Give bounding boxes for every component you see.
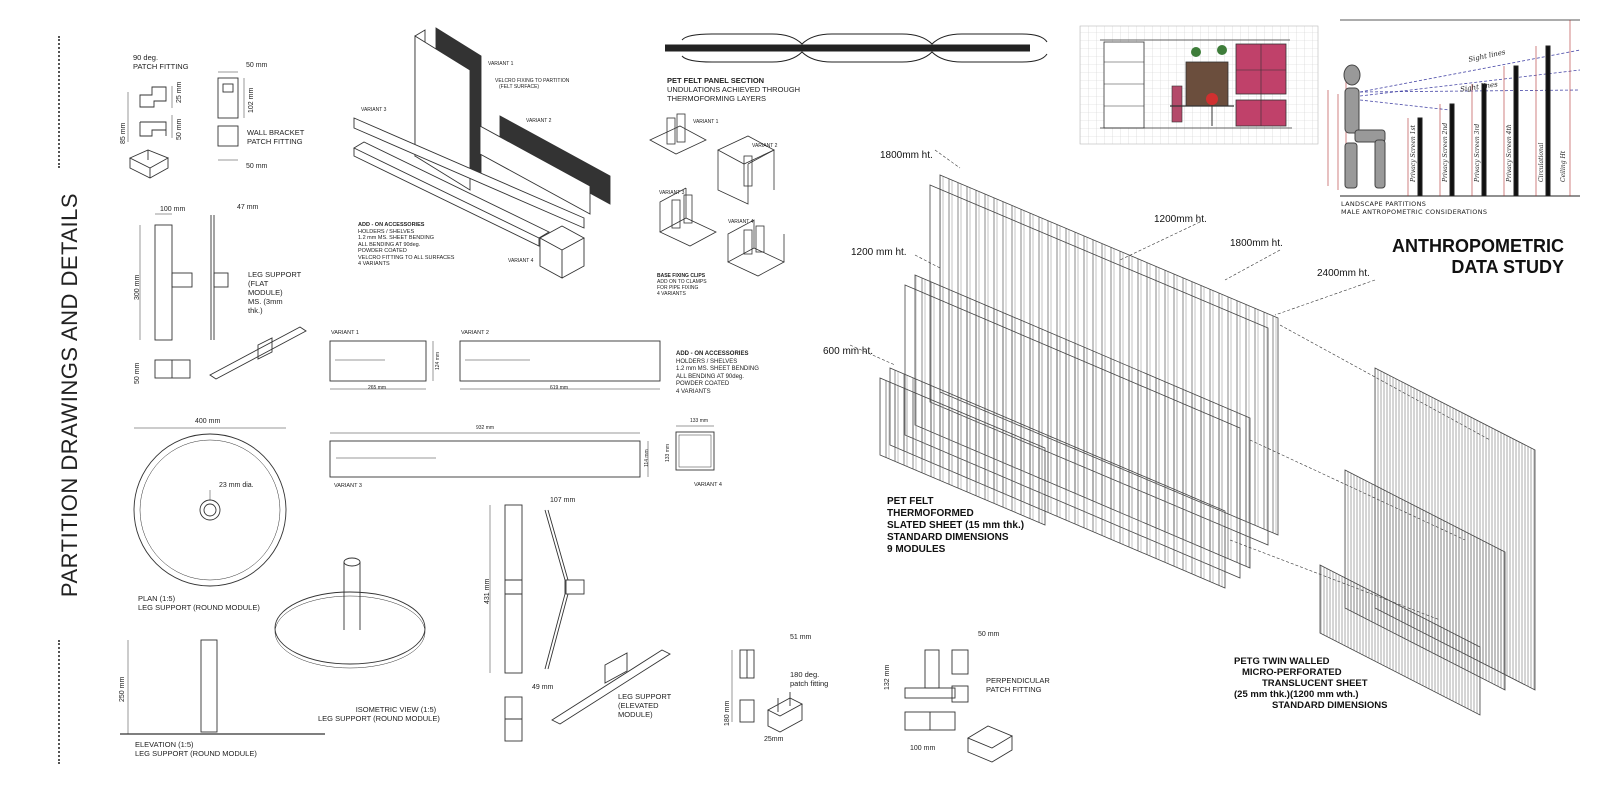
height-1800-a: 1800mm ht. (880, 150, 933, 161)
leg-elev-b: 49 mm (532, 684, 554, 691)
oneeighty-label: 180 deg.patch fitting (790, 670, 829, 688)
leg-round-elevation-drawing (120, 639, 325, 735)
ortho-d2w: 619 mm (550, 385, 569, 391)
iso-note: ADD - ON ACCESSORIES HOLDERS / SHELVES 1… (358, 222, 455, 267)
petg-label: PETG TWIN WALLED MICRO-PERFORATED TRANSL… (1234, 656, 1388, 711)
ortho-v2: VARIANT 2 (461, 330, 489, 336)
ortho-note: ADD - ON ACCESSORIES HOLDERS / SHELVES 1… (676, 351, 759, 395)
ortho-v4: VARIANT 4 (694, 482, 722, 488)
felt-section-label: PET FELT PANEL SECTION UNDULATIONS ACHIE… (667, 76, 801, 103)
oneeighty-dim-top: 51 mm (790, 634, 812, 641)
leg-round-elev-h: 250 mm (119, 676, 126, 702)
wall-dim-bottom: 50 mm (246, 163, 268, 170)
clip-v2: VARIANT 2 (752, 143, 778, 149)
leg-elevated-drawing (489, 504, 671, 742)
felt-section-drawing (665, 33, 1048, 63)
iso-v4: VARIANT 4 (508, 258, 534, 264)
ortho-v1: VARIANT 1 (331, 330, 359, 336)
ortho-d1h: 124 mm (435, 351, 441, 370)
iso-v2: VARIANT 2 (526, 118, 552, 124)
base-clips-drawing (649, 113, 785, 277)
pet-felt-panels (879, 174, 1279, 589)
anthro-bar-3: Privacy Screen 3rd (1474, 123, 1481, 182)
ortho-d4h: 133 mm (665, 443, 671, 462)
clip-note: BASE FIXING CLIPS ADD ON TO CLAMPS FOR P… (657, 273, 707, 297)
anthro-bar-1: Privacy Screen 1st (1410, 125, 1417, 182)
height-600: 600 mm ht. (823, 346, 874, 357)
iso-v1: VARIANT 1 (488, 61, 514, 67)
furniture-elevation-illustration (1079, 25, 1319, 145)
ninety-deg-fitting-drawing (127, 86, 173, 179)
ortho-d1w: 265 mm (368, 385, 387, 391)
iso-velcro: VELCRO FIXING TO PARTITION(FELT SURFACE) (495, 78, 570, 90)
oneeighty-dim-side: 180 mm (724, 700, 731, 726)
height-1800-b: 1800mm ht. (1230, 238, 1283, 249)
leg-flat-height: 300 mm (134, 274, 141, 300)
height-1200-a: 1200mm ht. (1154, 214, 1207, 225)
perp-dim-bottom: 100 mm (910, 745, 936, 752)
leg-round-iso-label: ISOMETRIC VIEW (1:5)LEG SUPPORT (ROUND M… (318, 705, 440, 723)
variants-iso-drawing (353, 27, 611, 279)
clip-v3: VARIANT 3 (659, 190, 685, 196)
ortho-d3h: 114 mm (644, 449, 650, 467)
leg-flat-thk: 47 mm (237, 204, 259, 211)
perpendicular-fitting-drawing (904, 649, 1013, 763)
oneeighty-dim-bottom: 25mm (764, 736, 784, 743)
leg-flat-drawing (139, 213, 307, 380)
perp-dim-top: 50 mm (978, 631, 1000, 638)
pet-felt-label: PET FELT THERMOFORMED SLATED SHEET (15 m… (887, 496, 1025, 555)
ninety-label: 90 deg.PATCH FITTING (133, 53, 189, 71)
variant3-ortho (329, 432, 649, 478)
ninety-dim-a: 25 mm (176, 81, 183, 103)
leg-round-elev-label: ELEVATION (1:5)LEG SUPPORT (ROUND MODULE… (135, 740, 257, 758)
perp-dim-side: 132 mm (884, 664, 891, 690)
leg-elev-w: 107 mm (550, 497, 576, 504)
ortho-v3: VARIANT 3 (334, 483, 362, 489)
ortho-d4w: 133 mm (690, 418, 709, 424)
sheet-title: PARTITION DRAWINGS AND DETAILS (57, 192, 82, 598)
leg-flat-base: 50 mm (134, 362, 141, 384)
leg-round-plan-drawing (133, 427, 287, 587)
anthro-bar-2: Privacy Screen 2nd (1442, 122, 1449, 182)
anthro-bar-4: Privacy Screen 4th (1506, 124, 1513, 182)
iso-v3: VARIANT 3 (361, 107, 387, 113)
ortho-d3w: 932 mm (476, 425, 495, 431)
clip-v4: VARIANT 4 (728, 219, 754, 225)
leg-flat-width: 100 mm (160, 206, 186, 213)
dotted-rule-bottom (58, 640, 60, 764)
petg-sheets (1319, 367, 1536, 716)
one-eighty-fitting-drawing (731, 649, 803, 733)
wall-dim-top: 50 mm (246, 62, 268, 69)
dotted-rule-top (58, 36, 60, 168)
leg-elev-h: 431 mm (484, 578, 491, 604)
leg-round-pipe: 23 mm dia. (219, 482, 254, 489)
height-1200-b: 1200 mm ht. (851, 247, 907, 258)
anthro-bar-5: Circulational (1538, 142, 1545, 182)
anthro-bar-6: Ceiling Ht (1560, 150, 1567, 182)
variant2-ortho (459, 340, 661, 390)
variant4-ortho (675, 425, 715, 471)
anthropometric-chart (1327, 19, 1581, 197)
leg-round-iso-drawing (274, 557, 426, 669)
ninety-dim-c: 85 mm (120, 122, 127, 144)
leg-round-plan-label: PLAN (1:5)LEG SUPPORT (ROUND MODULE) (138, 594, 260, 612)
variant1-ortho (329, 340, 434, 390)
leg-round-dia: 400 mm (195, 418, 221, 425)
height-2400: 2400mm ht. (1317, 268, 1370, 279)
anthro-caption: LANDSCAPE PARTITIONS MALE ANTROPOMETRIC … (1341, 200, 1488, 216)
clip-v1: VARIANT 1 (693, 119, 719, 125)
wall-bracket-drawing (217, 71, 245, 161)
anthro-title: ANTHROPOMETRIC DATA STUDY (1392, 236, 1564, 277)
ninety-dim-b: 50 mm (176, 118, 183, 140)
wall-dim-side: 102 mm (248, 87, 255, 113)
